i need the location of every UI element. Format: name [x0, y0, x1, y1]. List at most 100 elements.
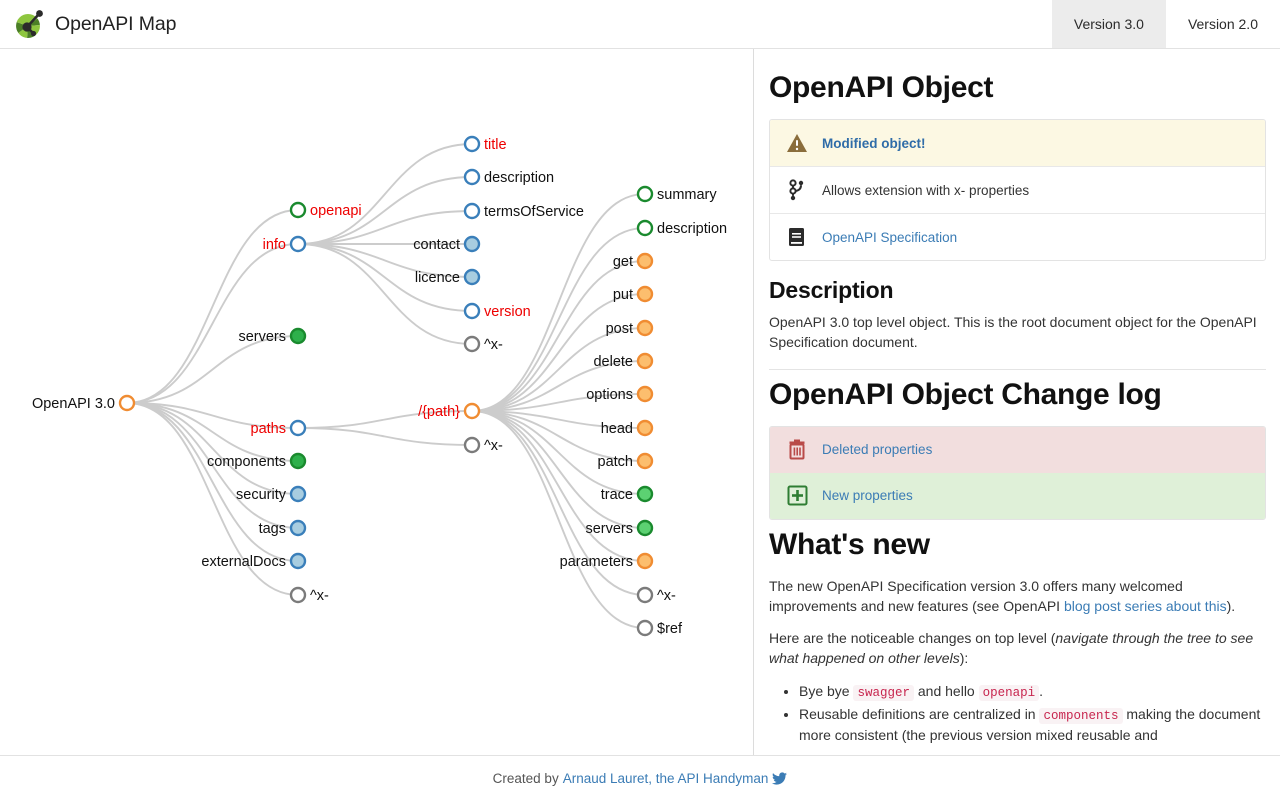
tree-node-info[interactable]: info: [263, 235, 307, 253]
detail-pane[interactable]: OpenAPI Object Modified object!: [755, 49, 1280, 755]
node-label[interactable]: paths: [251, 421, 286, 437]
node-circle[interactable]: [289, 586, 307, 604]
openapi-tree-pane[interactable]: OpenAPI 3.0 openapi info servers paths compon…: [0, 49, 754, 755]
node-circle[interactable]: [463, 268, 481, 286]
tree-node-description[interactable]: description: [636, 219, 727, 237]
badge-specification-label[interactable]: OpenAPI Specification: [822, 229, 958, 245]
changelog-added-row[interactable]: New properties: [770, 472, 1265, 519]
tree-node-servers[interactable]: servers: [238, 327, 307, 345]
tree-node-options[interactable]: options: [586, 385, 654, 403]
node-label[interactable]: ^x-: [484, 337, 503, 353]
node-label[interactable]: $ref: [657, 621, 683, 637]
node-circle[interactable]: [636, 219, 654, 237]
node-label[interactable]: head: [601, 421, 633, 437]
tree-node-x[interactable]: ^x-: [636, 586, 676, 604]
node-label[interactable]: servers: [585, 521, 633, 537]
tree-node-licence[interactable]: licence: [415, 268, 481, 286]
tree-node-openapi-3-0[interactable]: OpenAPI 3.0: [32, 394, 136, 412]
node-circle[interactable]: [636, 252, 654, 270]
tab-version-2[interactable]: Version 2.0: [1187, 16, 1258, 32]
blog-post-link[interactable]: blog post series about this: [1063, 597, 1227, 614]
node-label[interactable]: externalDocs: [201, 554, 286, 570]
tree-nodes[interactable]: OpenAPI 3.0 openapi info servers paths compon…: [32, 135, 727, 637]
node-label[interactable]: OpenAPI 3.0: [32, 396, 115, 412]
tree-node-parameters[interactable]: parameters: [560, 552, 654, 570]
tree-node-trace[interactable]: trace: [601, 485, 654, 503]
node-label[interactable]: security: [236, 487, 287, 503]
changelog-added-label[interactable]: New properties: [822, 488, 913, 504]
tree-node-post[interactable]: post: [606, 319, 654, 337]
node-label[interactable]: put: [613, 287, 633, 303]
node-circle[interactable]: [636, 485, 654, 503]
tree-node-get[interactable]: get: [613, 252, 654, 270]
node-label[interactable]: title: [484, 137, 507, 153]
node-circle[interactable]: [289, 419, 307, 437]
node-label[interactable]: ^x-: [310, 588, 329, 604]
node-circle[interactable]: [636, 385, 654, 403]
tree-node-title[interactable]: title: [463, 135, 507, 153]
tree-node-x[interactable]: ^x-: [463, 436, 503, 454]
node-circle[interactable]: [289, 235, 307, 253]
tree-node-security[interactable]: security: [236, 485, 307, 503]
tree-node-contact[interactable]: contact: [413, 235, 481, 253]
tree-node-externaldocs[interactable]: externalDocs: [201, 552, 307, 570]
tree-node-head[interactable]: head: [601, 419, 654, 437]
node-label[interactable]: options: [586, 387, 633, 403]
node-label[interactable]: trace: [601, 487, 633, 503]
tree-node-x[interactable]: ^x-: [289, 586, 329, 604]
tab-version-3[interactable]: Version 3.0: [1051, 0, 1166, 48]
node-circle[interactable]: [636, 619, 654, 637]
tree-node-termsofservice[interactable]: termsOfService: [463, 202, 584, 220]
node-label[interactable]: servers: [238, 329, 286, 345]
node-circle[interactable]: [463, 235, 481, 253]
node-label[interactable]: post: [606, 321, 633, 337]
tree-node-components[interactable]: components: [207, 452, 307, 470]
tree-node-summary[interactable]: summary: [636, 185, 717, 203]
node-label[interactable]: tags: [259, 521, 286, 537]
tree-node-delete[interactable]: delete: [593, 352, 654, 370]
node-label[interactable]: patch: [598, 454, 633, 470]
node-circle[interactable]: [636, 519, 654, 537]
author-link[interactable]: Arnaud Lauret, the API Handyman: [562, 770, 769, 786]
node-label[interactable]: components: [207, 454, 286, 470]
node-label[interactable]: contact: [413, 237, 460, 253]
node-label[interactable]: parameters: [560, 554, 633, 570]
node-circle[interactable]: [636, 319, 654, 337]
node-label[interactable]: delete: [593, 354, 633, 370]
tree-node-servers[interactable]: servers: [585, 519, 654, 537]
node-circle[interactable]: [118, 394, 136, 412]
changelog-deleted-label[interactable]: Deleted properties: [822, 442, 933, 458]
node-circle[interactable]: [289, 485, 307, 503]
node-circle[interactable]: [289, 327, 307, 345]
node-label[interactable]: /{path}: [418, 404, 460, 420]
tree-node-tags[interactable]: tags: [259, 519, 307, 537]
node-label[interactable]: description: [484, 170, 554, 186]
node-circle[interactable]: [289, 519, 307, 537]
node-circle[interactable]: [289, 452, 307, 470]
node-circle[interactable]: [636, 419, 654, 437]
node-circle[interactable]: [289, 552, 307, 570]
tree-node-patch[interactable]: patch: [598, 452, 654, 470]
node-label[interactable]: version: [484, 304, 531, 320]
node-label[interactable]: termsOfService: [484, 204, 584, 220]
tree-node-put[interactable]: put: [613, 285, 654, 303]
tree-node-openapi[interactable]: openapi: [289, 201, 362, 219]
node-circle[interactable]: [636, 285, 654, 303]
badge-specification[interactable]: OpenAPI Specification: [770, 214, 1265, 260]
node-label[interactable]: ^x-: [484, 438, 503, 454]
node-label[interactable]: openapi: [310, 203, 362, 219]
tree-node-version[interactable]: version: [463, 302, 531, 320]
node-label[interactable]: get: [613, 254, 633, 270]
tree-graph[interactable]: OpenAPI 3.0 openapi info servers paths compon…: [0, 49, 754, 755]
node-label[interactable]: info: [263, 237, 286, 253]
node-label[interactable]: description: [657, 221, 727, 237]
node-circle[interactable]: [636, 452, 654, 470]
node-label[interactable]: ^x-: [657, 588, 676, 604]
node-circle[interactable]: [463, 302, 481, 320]
node-circle[interactable]: [463, 335, 481, 353]
node-label[interactable]: licence: [415, 270, 460, 286]
tree-node-path[interactable]: /{path}: [418, 402, 481, 420]
node-circle[interactable]: [463, 202, 481, 220]
node-circle[interactable]: [636, 552, 654, 570]
tree-node-paths[interactable]: paths: [251, 419, 307, 437]
